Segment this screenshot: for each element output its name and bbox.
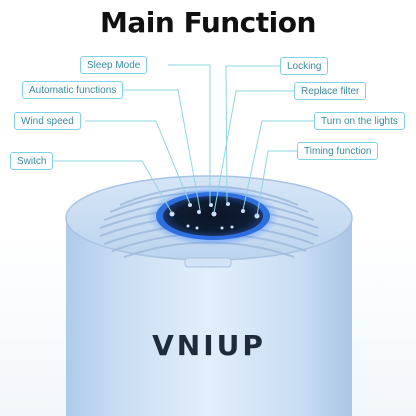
automatic-icon [197,210,201,214]
label-replace-filter: Replace filter [294,82,367,100]
leader-lines [52,64,315,217]
filter-icon [211,211,217,217]
label-switch: Switch [10,152,54,170]
label-timing-function: Timing function [297,142,379,160]
switch-icon [169,211,175,217]
label-automatic-functions: Automatic functions [22,81,124,99]
page-title: Main Function [100,6,316,39]
label-turn-on-lights: Turn on the lights [314,112,405,130]
label-sleep-mode: Sleep Mode [80,56,148,74]
light-icon [241,209,245,213]
device-body [66,218,352,416]
label-wind-speed: Wind speed [14,112,81,130]
label-locking: Locking [280,57,329,75]
brand-logo: VNIUP [152,329,266,362]
wind-speed-icon [188,203,192,207]
